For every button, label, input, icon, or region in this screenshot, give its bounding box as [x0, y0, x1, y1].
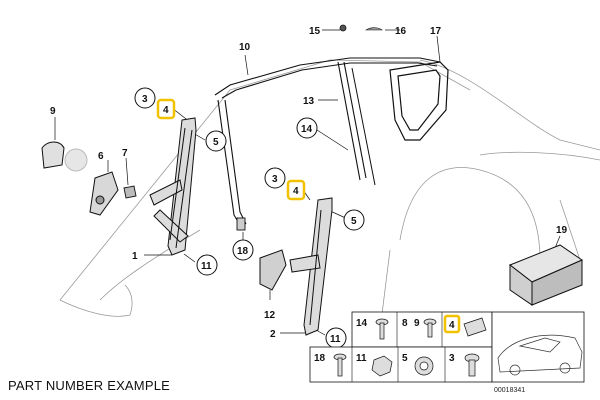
- callout-19-label: 19: [556, 225, 568, 236]
- callout-3b: 3: [264, 167, 286, 189]
- callout-4a-highlight: 4: [156, 98, 176, 120]
- callout-18: 18: [232, 239, 254, 261]
- grid-label-14: 14: [356, 318, 368, 329]
- callout-12-label: 12: [264, 310, 276, 321]
- callout-4a-label: 4: [163, 105, 169, 116]
- grid-label-3: 3: [449, 353, 455, 364]
- bolt-part-7: [123, 185, 137, 199]
- grid-label-11: 11: [356, 353, 367, 364]
- callout-15: 15: [309, 26, 321, 37]
- grid-clip-4: [463, 317, 487, 337]
- grid-car-thumbnail: [497, 334, 583, 376]
- callout-3a-label: 3: [142, 94, 148, 105]
- callouts: 9 6 7 1 11 3 4 5 10 15 16 17 13 14: [50, 26, 568, 349]
- callout-1: 1: [132, 251, 138, 262]
- grid-label-18: 18: [314, 353, 326, 364]
- window-motor-part-6: [64, 148, 119, 216]
- callout-3a: 3: [134, 87, 156, 109]
- callout-17: 17: [430, 26, 442, 37]
- quarter-glass-part-17: [389, 61, 449, 141]
- grid-screw-14: [375, 318, 389, 340]
- callout-11a: 11: [196, 254, 218, 276]
- callout-7: 7: [122, 148, 128, 159]
- callout-10-label: 10: [239, 42, 251, 53]
- callout-16: 16: [395, 26, 407, 37]
- callout-13: 13: [303, 96, 315, 107]
- grid-label-8: 8: [402, 318, 408, 329]
- callout-9: 9: [50, 106, 56, 117]
- callout-1-label: 1: [132, 251, 138, 262]
- clip-part-15: [339, 24, 347, 32]
- callout-5a: 5: [205, 130, 227, 152]
- callout-3b-label: 3: [272, 174, 278, 185]
- callout-19: 19: [556, 225, 568, 236]
- callout-6-label: 6: [98, 151, 104, 162]
- callout-16-label: 16: [395, 26, 407, 37]
- callout-15-label: 15: [309, 26, 321, 37]
- callout-11b: 11: [325, 327, 347, 349]
- parts-box-part-19: [509, 244, 584, 306]
- bolt-part-18: [236, 217, 246, 231]
- grid-highlight-4: [443, 314, 461, 334]
- callout-2-label: 2: [270, 329, 276, 340]
- seal-part-13: [337, 61, 367, 181]
- window-regulator-part-2: [289, 197, 333, 336]
- callout-2: 2: [270, 329, 276, 340]
- grid-nut-11: [371, 355, 393, 377]
- callout-12: 12: [264, 310, 276, 321]
- motor-part-12: [259, 249, 287, 291]
- callout-14: 14: [296, 117, 318, 139]
- leader-lines: [54, 29, 561, 336]
- diagram-code: 00018341: [494, 387, 525, 394]
- grid-label-5: 5: [402, 353, 408, 364]
- callout-9-label: 9: [50, 106, 56, 117]
- callout-5b: 5: [343, 209, 365, 231]
- callout-7-label: 7: [122, 148, 128, 159]
- callout-18-label: 18: [237, 246, 249, 257]
- grid-screw-9: [423, 318, 437, 338]
- callout-14-label: 14: [301, 124, 313, 135]
- grid-grommet-5: [414, 356, 434, 376]
- grid-label-4: 4: [449, 320, 455, 331]
- grid-screw-18: [333, 353, 347, 377]
- callout-13-label: 13: [303, 96, 315, 107]
- grid-bolt-3: [464, 353, 480, 377]
- caption: PART NUMBER EXAMPLE: [8, 378, 171, 393]
- window-regulator-part-1: [149, 117, 197, 256]
- callout-6: 6: [98, 151, 104, 162]
- callout-5b-label: 5: [351, 216, 357, 227]
- callout-11a-label: 11: [201, 261, 212, 272]
- callout-17-label: 17: [430, 26, 442, 37]
- cover-part-9: [41, 141, 65, 169]
- callout-11b-label: 11: [330, 334, 341, 345]
- parts-grid: 14 8 9 4 18 11 5 3: [309, 311, 585, 394]
- clip-part-16: [365, 27, 383, 31]
- callout-5a-label: 5: [213, 137, 219, 148]
- grid-label-9: 9: [414, 318, 420, 329]
- callout-10: 10: [239, 42, 251, 53]
- seal-part-14: [351, 67, 376, 186]
- callout-4b-highlight: 4: [286, 179, 306, 201]
- callout-4b-label: 4: [293, 186, 299, 197]
